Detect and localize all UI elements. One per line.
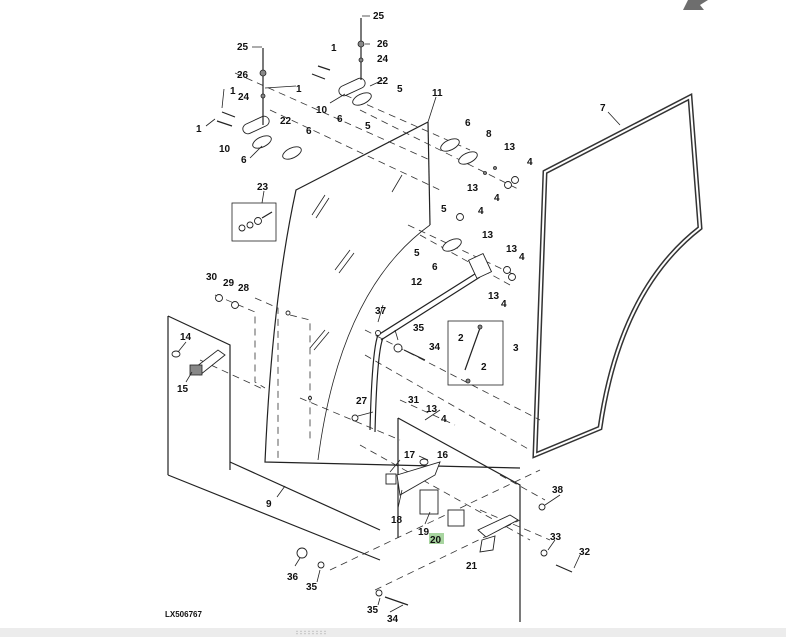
callout-label: 2 <box>458 333 464 344</box>
callout-label: 33 <box>550 532 562 543</box>
gas-strut-box <box>447 320 504 386</box>
leader-lines <box>177 15 621 613</box>
figure-id-label: LX506767 <box>165 610 202 619</box>
callout-label: 9 <box>266 499 272 510</box>
callout-label: 22 <box>280 116 292 127</box>
callout-label: 4 <box>441 414 447 425</box>
callout-label: 14 <box>180 332 192 343</box>
callout-label: 7 <box>600 103 606 114</box>
callout-label: 6 <box>337 114 343 125</box>
callout-label: 31 <box>408 395 420 406</box>
callout-label: 24 <box>377 54 389 65</box>
callout-label: 13 <box>482 230 494 241</box>
callout-label: 11 <box>432 88 443 99</box>
callout-label: 4 <box>527 157 533 168</box>
small-hardware <box>215 294 573 606</box>
callout-label: 13 <box>504 142 516 153</box>
callout-label: 1 <box>296 84 302 95</box>
callout-label: 21 <box>466 561 478 572</box>
callout-label: 16 <box>437 450 449 461</box>
callout-label: 37 <box>375 306 387 317</box>
callout-label: 6 <box>241 155 247 166</box>
callout-label: 22 <box>377 76 389 87</box>
upper-right-hinge-parts <box>440 138 519 189</box>
navigation-arrow-icon[interactable] <box>680 0 710 12</box>
callout-label: 10 <box>316 105 328 116</box>
callout-label: 2 <box>481 362 487 373</box>
callout-label: 27 <box>356 396 368 407</box>
callout-label: 24 <box>238 92 250 103</box>
callout-label: 10 <box>219 144 231 155</box>
callout-label: 5 <box>441 204 447 215</box>
drag-handle-icon[interactable] <box>295 630 327 635</box>
callout-highlight <box>429 533 444 544</box>
callout-label: 13 <box>426 404 438 415</box>
callout-labels: 25 26 24 1 22 10 6 25 26 24 1 1 1 22 10 … <box>177 11 606 625</box>
hinge-right <box>311 18 372 106</box>
callout-label: 4 <box>501 299 507 310</box>
door-handle-15 <box>171 349 226 376</box>
callout-label: 32 <box>579 547 591 558</box>
callout-label: 1 <box>230 86 236 97</box>
callout-label: 13 <box>506 244 518 255</box>
door-seal <box>532 93 703 459</box>
callout-label: 6 <box>465 118 471 129</box>
callout-label: 4 <box>494 193 500 204</box>
callout-label: 15 <box>177 384 189 395</box>
callout-label: 6 <box>432 262 438 273</box>
lower-frame-9 <box>167 461 381 561</box>
callout-label: 25 <box>373 11 385 22</box>
callout-label: 23 <box>257 182 269 193</box>
callout-label: 35 <box>413 323 425 334</box>
callout-label: 6 <box>306 126 312 137</box>
door-glass-panel <box>264 121 521 469</box>
assembly-lines <box>199 72 551 591</box>
door-glass-edge <box>427 121 431 226</box>
callout-label: 4 <box>519 252 525 263</box>
callout-label: 38 <box>552 485 564 496</box>
prop-rod-12 <box>369 213 516 433</box>
glass-curve-inner <box>317 224 431 461</box>
callout-label-highlighted: 20 <box>430 535 442 546</box>
callout-label: 8 <box>486 129 492 140</box>
callout-label: 13 <box>488 291 500 302</box>
callout-label: 4 <box>478 206 484 217</box>
callout-label: 28 <box>238 283 250 294</box>
callout-label: 5 <box>414 248 420 259</box>
door-seal-inner <box>533 95 702 457</box>
callout-label: 5 <box>397 84 403 95</box>
callout-label: 3 <box>513 343 519 354</box>
callout-label: 29 <box>223 278 235 289</box>
glass-reflection-marks <box>309 174 403 351</box>
callout-label: 17 <box>404 450 416 461</box>
callout-label: 12 <box>411 277 423 288</box>
callout-label: 1 <box>196 124 202 135</box>
callout-label: 13 <box>467 183 479 194</box>
callout-label: 19 <box>418 527 430 538</box>
handle-panel <box>167 315 231 475</box>
callout-label: 30 <box>206 272 218 283</box>
hinge-left <box>216 48 302 160</box>
callout-label: 26 <box>237 70 249 81</box>
callout-label: 26 <box>377 39 389 50</box>
callout-label: 1 <box>331 43 337 54</box>
callout-label: 18 <box>391 515 403 526</box>
callout-label: 35 <box>306 582 318 593</box>
callout-label: 34 <box>429 342 441 353</box>
callout-label: 35 <box>367 605 379 616</box>
callout-label: 25 <box>237 42 249 53</box>
callout-label: 36 <box>287 572 299 583</box>
hardware-23-box <box>231 202 277 242</box>
callout-label: 34 <box>387 614 399 625</box>
latch-assembly <box>385 458 519 553</box>
resize-bar[interactable] <box>0 628 786 637</box>
callout-label: 5 <box>365 121 371 132</box>
